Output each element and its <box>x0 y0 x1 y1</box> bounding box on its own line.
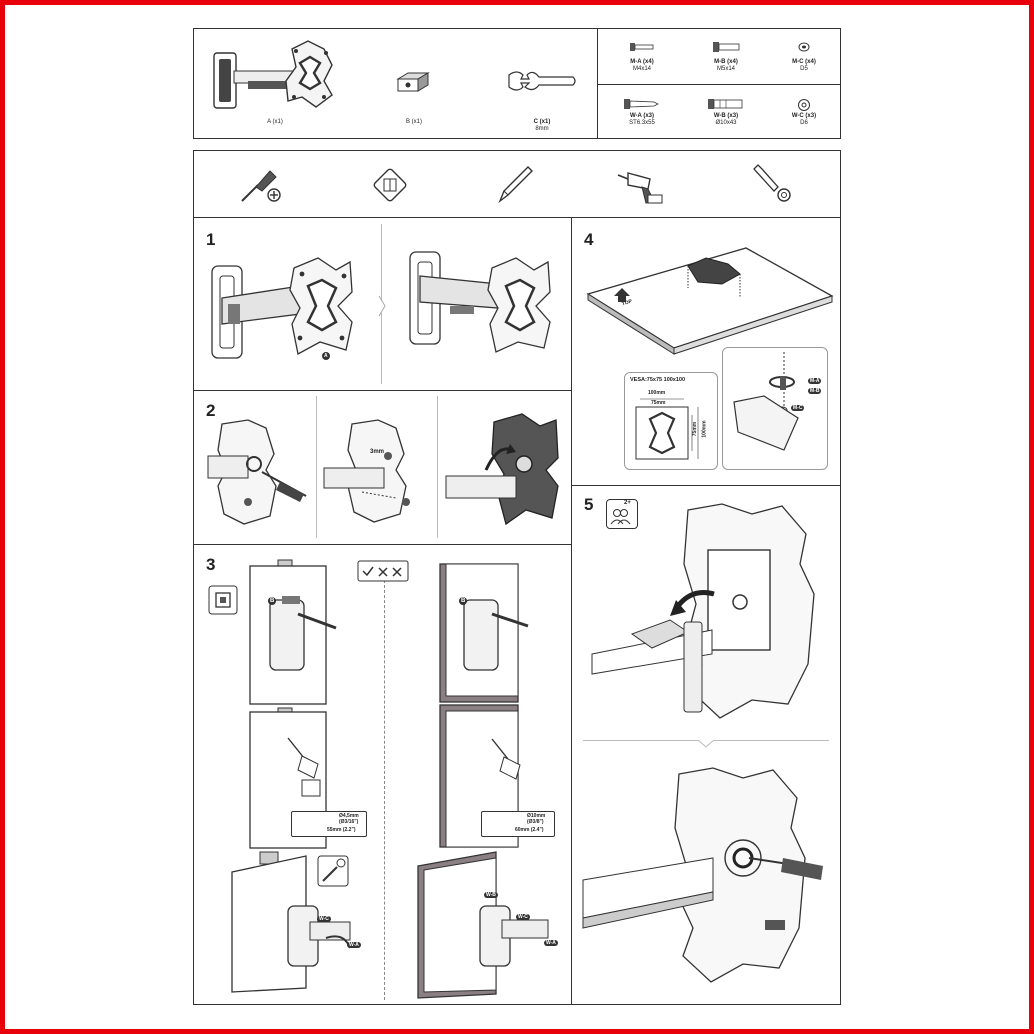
wood-drill-depth: 55mm (2.2") <box>327 827 356 833</box>
wood-wc-tag: W-C <box>317 916 331 922</box>
concrete-drill-diameter-in: (Ø3/8") <box>527 819 544 825</box>
hw-mb-label: M-B (x4)M5x14 <box>714 59 738 72</box>
concrete-drill-depth: 60mm (2.4") <box>515 827 544 833</box>
step2-divider-b <box>437 396 438 538</box>
part-a-label: A (x1) <box>267 119 283 125</box>
wood-bracket-b-marker: B <box>268 597 277 605</box>
wood-drill-spec-box <box>291 811 367 837</box>
concrete-wc-tag: W-C <box>516 914 530 920</box>
concrete-wb-tag: W-B <box>484 892 498 898</box>
tv-mb-tag: M-B <box>808 388 822 394</box>
concrete-drill-spec-box <box>481 811 555 837</box>
vesa-dim-75: 75mm <box>651 400 666 406</box>
step5-tighten-illustration <box>582 767 823 983</box>
hw-wa-label: W-A (x3)ST6.3x55 <box>629 113 655 126</box>
wood-wa-tag: W-A <box>347 942 361 948</box>
step4-bottom-divider <box>571 485 841 486</box>
step2-panel-1-illustration <box>207 419 307 525</box>
step2-divider-a <box>316 396 317 538</box>
bracket-a-illustration <box>213 40 333 109</box>
stud-finder-icon <box>373 168 407 202</box>
wood-drill-diameter-in: (Ø3/16") <box>339 819 359 825</box>
part-c-label: C (x1)8mm <box>533 119 551 132</box>
anchor-wb-icon <box>708 99 743 109</box>
power-drill-icon <box>617 172 663 204</box>
vesa-vert-100: 100mm <box>701 420 708 438</box>
step2-panel-3-illustration <box>445 413 559 526</box>
vesa-vert-75: 75mm <box>692 421 699 437</box>
concrete-wall-mark-illustration <box>439 563 529 703</box>
no-anchor-icon <box>317 855 349 887</box>
step-4-number: 4 <box>584 230 594 249</box>
tools-divider <box>193 217 841 218</box>
two-person-icon <box>610 509 631 525</box>
wood-wall-mount-illustration <box>231 851 351 993</box>
step5-hang-illustration <box>591 503 815 719</box>
screw-mb-icon <box>713 42 740 52</box>
vesa-plate-diagram <box>635 398 699 460</box>
concrete-wall-mount-illustration <box>417 851 549 999</box>
screw-ma-icon <box>630 43 654 51</box>
step5-separator-notch-icon <box>697 739 715 748</box>
hardware-box: M-A (x4)M4x14 M-B (x4)M5x14 M-C (x4)D5 W… <box>597 28 841 139</box>
hw-wc-label: W-C (x3)D6 <box>791 113 817 126</box>
wrench-c-illustration <box>508 71 576 91</box>
part-b-label: B (x1) <box>405 119 422 125</box>
step4-tv-back-illustration <box>586 247 834 355</box>
concrete-drill-diameter: Ø10mm <box>527 813 546 819</box>
wrench-tool-icon <box>753 164 791 202</box>
vesa-label: VESA:75x75 100x100 <box>630 377 686 383</box>
concrete-bracket-b-marker: B <box>459 597 468 605</box>
tv-screw-detail-illustration <box>733 352 799 451</box>
washer-mc-icon <box>798 42 810 52</box>
washer-wc-icon <box>798 99 810 111</box>
step-5-number: 5 <box>584 495 594 514</box>
hw-wb-label: W-B (x3)Ø10x43 <box>713 113 739 126</box>
step1-arrow-icon <box>378 295 386 317</box>
parts-box: A (x1) B (x1) C (x1)8mm <box>193 28 598 139</box>
screw-wa-icon <box>624 99 659 109</box>
step2-panel-2-illustration <box>323 419 410 523</box>
screwdriver-phillips-icon <box>241 170 281 202</box>
hw-ma-label: M-A (x4)M4x14 <box>630 59 654 72</box>
step2-bottom-divider <box>193 544 572 545</box>
concrete-wa-tag: W-A <box>544 940 558 946</box>
spacer-b-illustration <box>396 72 430 92</box>
hw-mc-label: M-C (x4)D5 <box>792 59 816 72</box>
step2-gap-label: 3mm <box>370 449 385 455</box>
step-1-number: 1 <box>206 230 216 249</box>
step-3-number: 3 <box>206 555 216 574</box>
pencil-icon <box>498 166 533 204</box>
vesa-dim-100: 100mm <box>648 390 666 396</box>
step1-bracket-illustration-left <box>211 257 353 360</box>
bracket-b-reference-icon <box>208 585 238 615</box>
hardware-divider <box>598 84 840 85</box>
tv-ma-tag: M-A <box>808 378 822 384</box>
step-2-number: 2 <box>206 401 216 420</box>
step1-marker-a: A <box>324 353 328 359</box>
two-person-count: 2+ <box>624 500 631 506</box>
center-vertical-divider <box>571 217 572 1005</box>
wood-drill-diameter: Ø4,5mm <box>339 813 359 819</box>
step1-bottom-divider <box>193 390 572 391</box>
step1-bracket-illustration-right <box>409 251 551 353</box>
wood-wall-mark-illustration <box>249 559 337 705</box>
step3-dashed-divider <box>384 580 385 1000</box>
wall-type-selector-icon <box>357 560 409 582</box>
tv-mc-tag: M-C <box>791 405 805 411</box>
